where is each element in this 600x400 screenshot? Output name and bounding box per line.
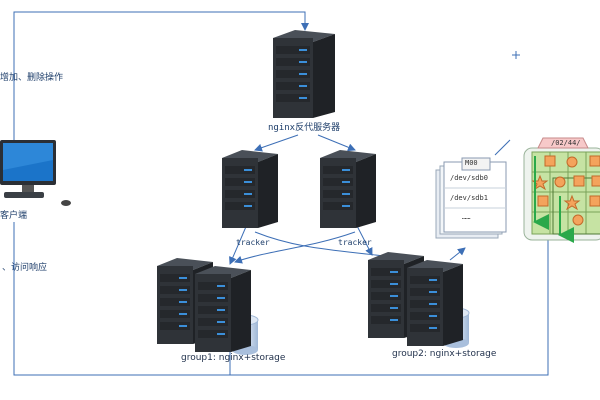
- connector-lines: [13, 11, 549, 376]
- tracker-server-right-icon: [320, 150, 376, 228]
- plus-icon: [512, 51, 520, 59]
- client-bottom-action-label: 、访问响应: [2, 263, 48, 273]
- storage-server-g2b-icon: [407, 260, 463, 346]
- sdb1-label: /dev/sdb1: [450, 194, 488, 202]
- sdb0-label: /dev/sdb0: [450, 174, 488, 182]
- storage-server-g1b-icon: [195, 266, 251, 352]
- tracker-right-label: tracker: [338, 238, 372, 247]
- tracker-left-label: tracker: [236, 238, 270, 247]
- disk-stack: [435, 157, 507, 239]
- storage-grid: [523, 137, 600, 243]
- client-top-action-label: 增加、删除操作: [0, 73, 64, 83]
- path-tab-label: /02/44/: [551, 139, 581, 147]
- nginx-proxy-server-icon: [273, 30, 335, 118]
- group2-label: group2: nginx+storage: [392, 349, 497, 359]
- nginx-proxy-label: nginx反代服务器: [268, 123, 341, 133]
- client-name-label: 客户端: [0, 211, 28, 221]
- group1-label: group1: nginx+storage: [181, 353, 286, 363]
- tracker-server-left-icon: [222, 150, 278, 228]
- m00-label: M00: [465, 159, 478, 167]
- client-computer-icon: [0, 140, 71, 206]
- sdb-more-label: ……: [462, 213, 471, 221]
